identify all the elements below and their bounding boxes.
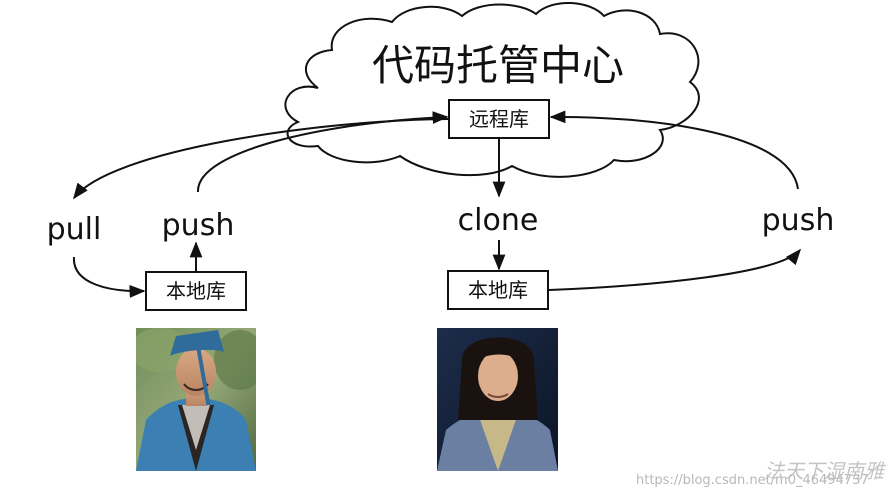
watermark-signature: 法天下湿南雅: [764, 459, 887, 483]
clone-label: clone: [458, 203, 539, 238]
local-repo-left-node: 本地库: [145, 271, 247, 311]
remote-repo-box: [448, 99, 550, 139]
code-hosting-cloud: 代码托管中心: [284, 2, 700, 178]
push-right-label: push: [762, 203, 835, 238]
right-person-photo: [437, 328, 558, 471]
local-repo-right-label: 本地库: [468, 278, 528, 302]
push-right-edge-bottom: [548, 248, 802, 291]
local-repo-left-box: [145, 271, 247, 311]
edges: [72, 110, 802, 298]
push-left-edge-top: [196, 111, 449, 193]
pull-label: pull: [47, 212, 102, 247]
left-person-photo: [136, 328, 256, 471]
local-repo-right-box: [447, 270, 549, 310]
push-left-label: push: [162, 208, 235, 243]
remote-repo-label: 远程库: [469, 107, 529, 131]
cloud-title: 代码托管中心: [372, 41, 624, 90]
local-repo-right-node: 本地库: [447, 270, 549, 310]
push-right-edge-top: [549, 110, 799, 190]
pull-edge-bottom: [72, 256, 146, 298]
cloud-shape: [284, 2, 700, 178]
local-repo-left-label: 本地库: [166, 279, 226, 303]
remote-repo-node: 远程库: [448, 99, 550, 139]
watermark-url: https://blog.csdn.net/m0_46494737: [636, 473, 869, 488]
